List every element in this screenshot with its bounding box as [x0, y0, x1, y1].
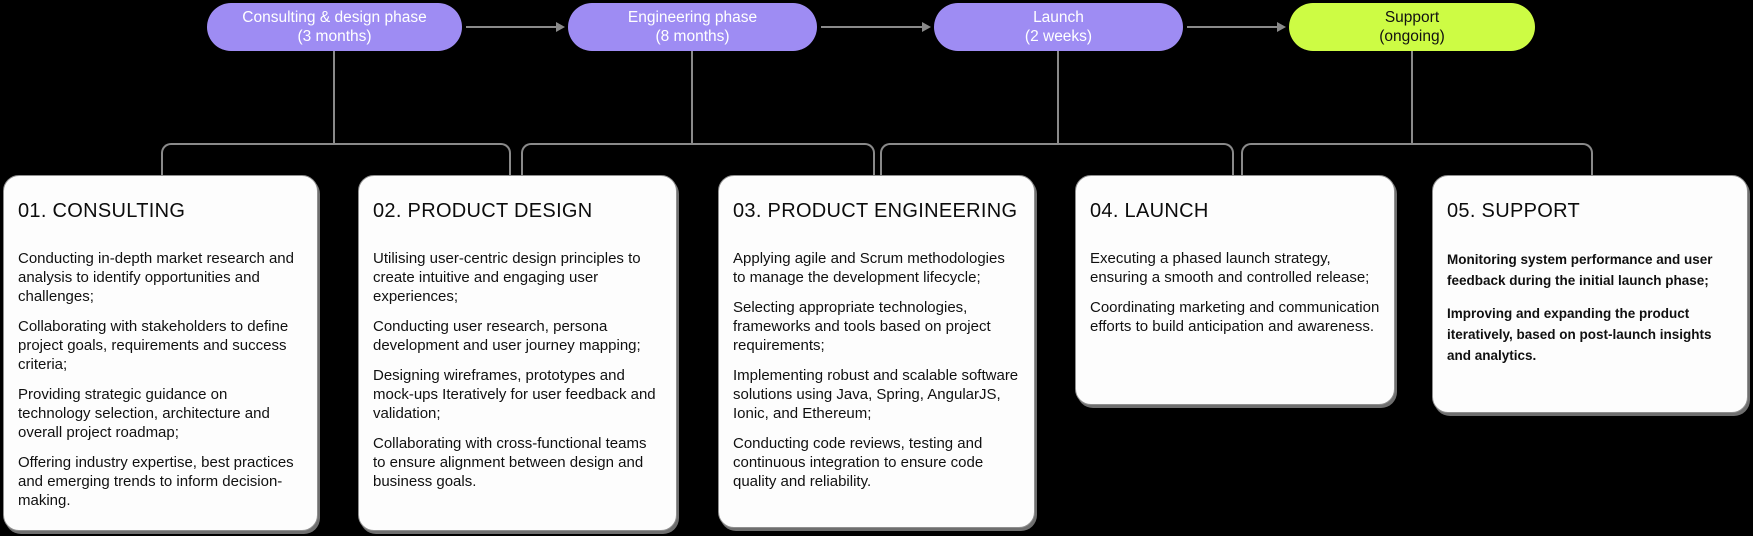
card-paragraph: Conducting code reviews, testing and con… — [733, 435, 984, 490]
phase-name: Launch — [1033, 9, 1084, 26]
connector-stub-engineering — [691, 51, 693, 145]
card-title: 04. LAUNCH — [1090, 200, 1209, 222]
card-paragraph: Conducting in-depth market research and … — [18, 250, 294, 305]
card-paragraph: Providing strategic guidance on technolo… — [18, 386, 270, 441]
card-paragraph: Selecting appropriate technologies, fram… — [733, 299, 991, 354]
arrow-right-icon — [1187, 22, 1286, 32]
card-paragraph: Applying agile and Scrum methodologies t… — [733, 250, 1005, 286]
arrow-shaft — [1187, 26, 1281, 28]
card-paragraph: Implementing robust and scalable softwar… — [733, 367, 1019, 422]
card-title: 02. PRODUCT DESIGN — [373, 200, 593, 222]
card-product-design: 02. PRODUCT DESIGN Utilising user-centri… — [358, 175, 677, 531]
card-title: 03. PRODUCT ENGINEERING — [733, 200, 1018, 222]
phase-duration: (2 weeks) — [1024, 28, 1093, 45]
card-paragraph: Utilising user-centric design principles… — [373, 250, 641, 305]
card-paragraph: Monitoring system performance and user f… — [1447, 252, 1713, 288]
card-support: 05. SUPPORT Monitoring system performanc… — [1432, 175, 1748, 413]
card-product-engineering: 03. PRODUCT ENGINEERING Applying agile a… — [718, 175, 1035, 528]
connector-bracket-phase4 — [1241, 143, 1593, 175]
card-paragraph: Collaborating with cross-functional team… — [373, 435, 647, 490]
arrow-head-icon — [556, 22, 565, 32]
card-paragraph: Improving and expanding the product iter… — [1447, 306, 1712, 363]
phase-pill-engineering: Engineering phase (8 months) — [568, 3, 817, 51]
phase-name: Support — [1384, 9, 1440, 26]
card-consulting: 01. CONSULTING Conducting in-depth marke… — [3, 175, 318, 531]
arrow-shaft — [821, 26, 926, 28]
phase-name: Consulting & design phase — [242, 9, 427, 26]
phase-duration: (8 months) — [655, 28, 730, 45]
phase-duration: (3 months) — [297, 28, 372, 45]
phase-duration: (ongoing) — [1379, 28, 1445, 45]
card-launch: 04. LAUNCH Executing a phased launch str… — [1075, 175, 1395, 405]
arrow-right-icon — [466, 22, 565, 32]
connector-stub-support — [1411, 51, 1413, 145]
connector-bracket-phase1 — [161, 143, 511, 175]
phase-pill-launch: Launch (2 weeks) — [934, 3, 1183, 51]
arrow-head-icon — [922, 22, 931, 32]
connector-bracket-phase2 — [521, 143, 875, 175]
arrow-shaft — [466, 26, 560, 28]
card-paragraph: Collaborating with stakeholders to defin… — [18, 318, 289, 373]
arrow-right-icon — [821, 22, 931, 32]
card-paragraph: Designing wireframes, prototypes and moc… — [373, 367, 656, 422]
card-paragraph: Executing a phased launch strategy, ensu… — [1090, 250, 1370, 286]
connector-stub-launch — [1057, 51, 1059, 145]
phase-pill-consulting-design: Consulting & design phase (3 months) — [207, 3, 462, 51]
connector-bracket-phase3 — [880, 143, 1234, 175]
card-paragraph: Coordinating marketing and communication… — [1090, 299, 1380, 335]
card-paragraph: Offering industry expertise, best practi… — [18, 454, 294, 509]
phase-pill-support: Support (ongoing) — [1289, 3, 1535, 51]
arrow-head-icon — [1277, 22, 1286, 32]
card-title: 05. SUPPORT — [1447, 200, 1580, 222]
card-title: 01. CONSULTING — [18, 200, 186, 222]
connector-stub-consulting-design — [333, 51, 335, 145]
phase-name: Engineering phase — [627, 9, 758, 26]
card-paragraph: Conducting user research, persona develo… — [373, 318, 641, 354]
